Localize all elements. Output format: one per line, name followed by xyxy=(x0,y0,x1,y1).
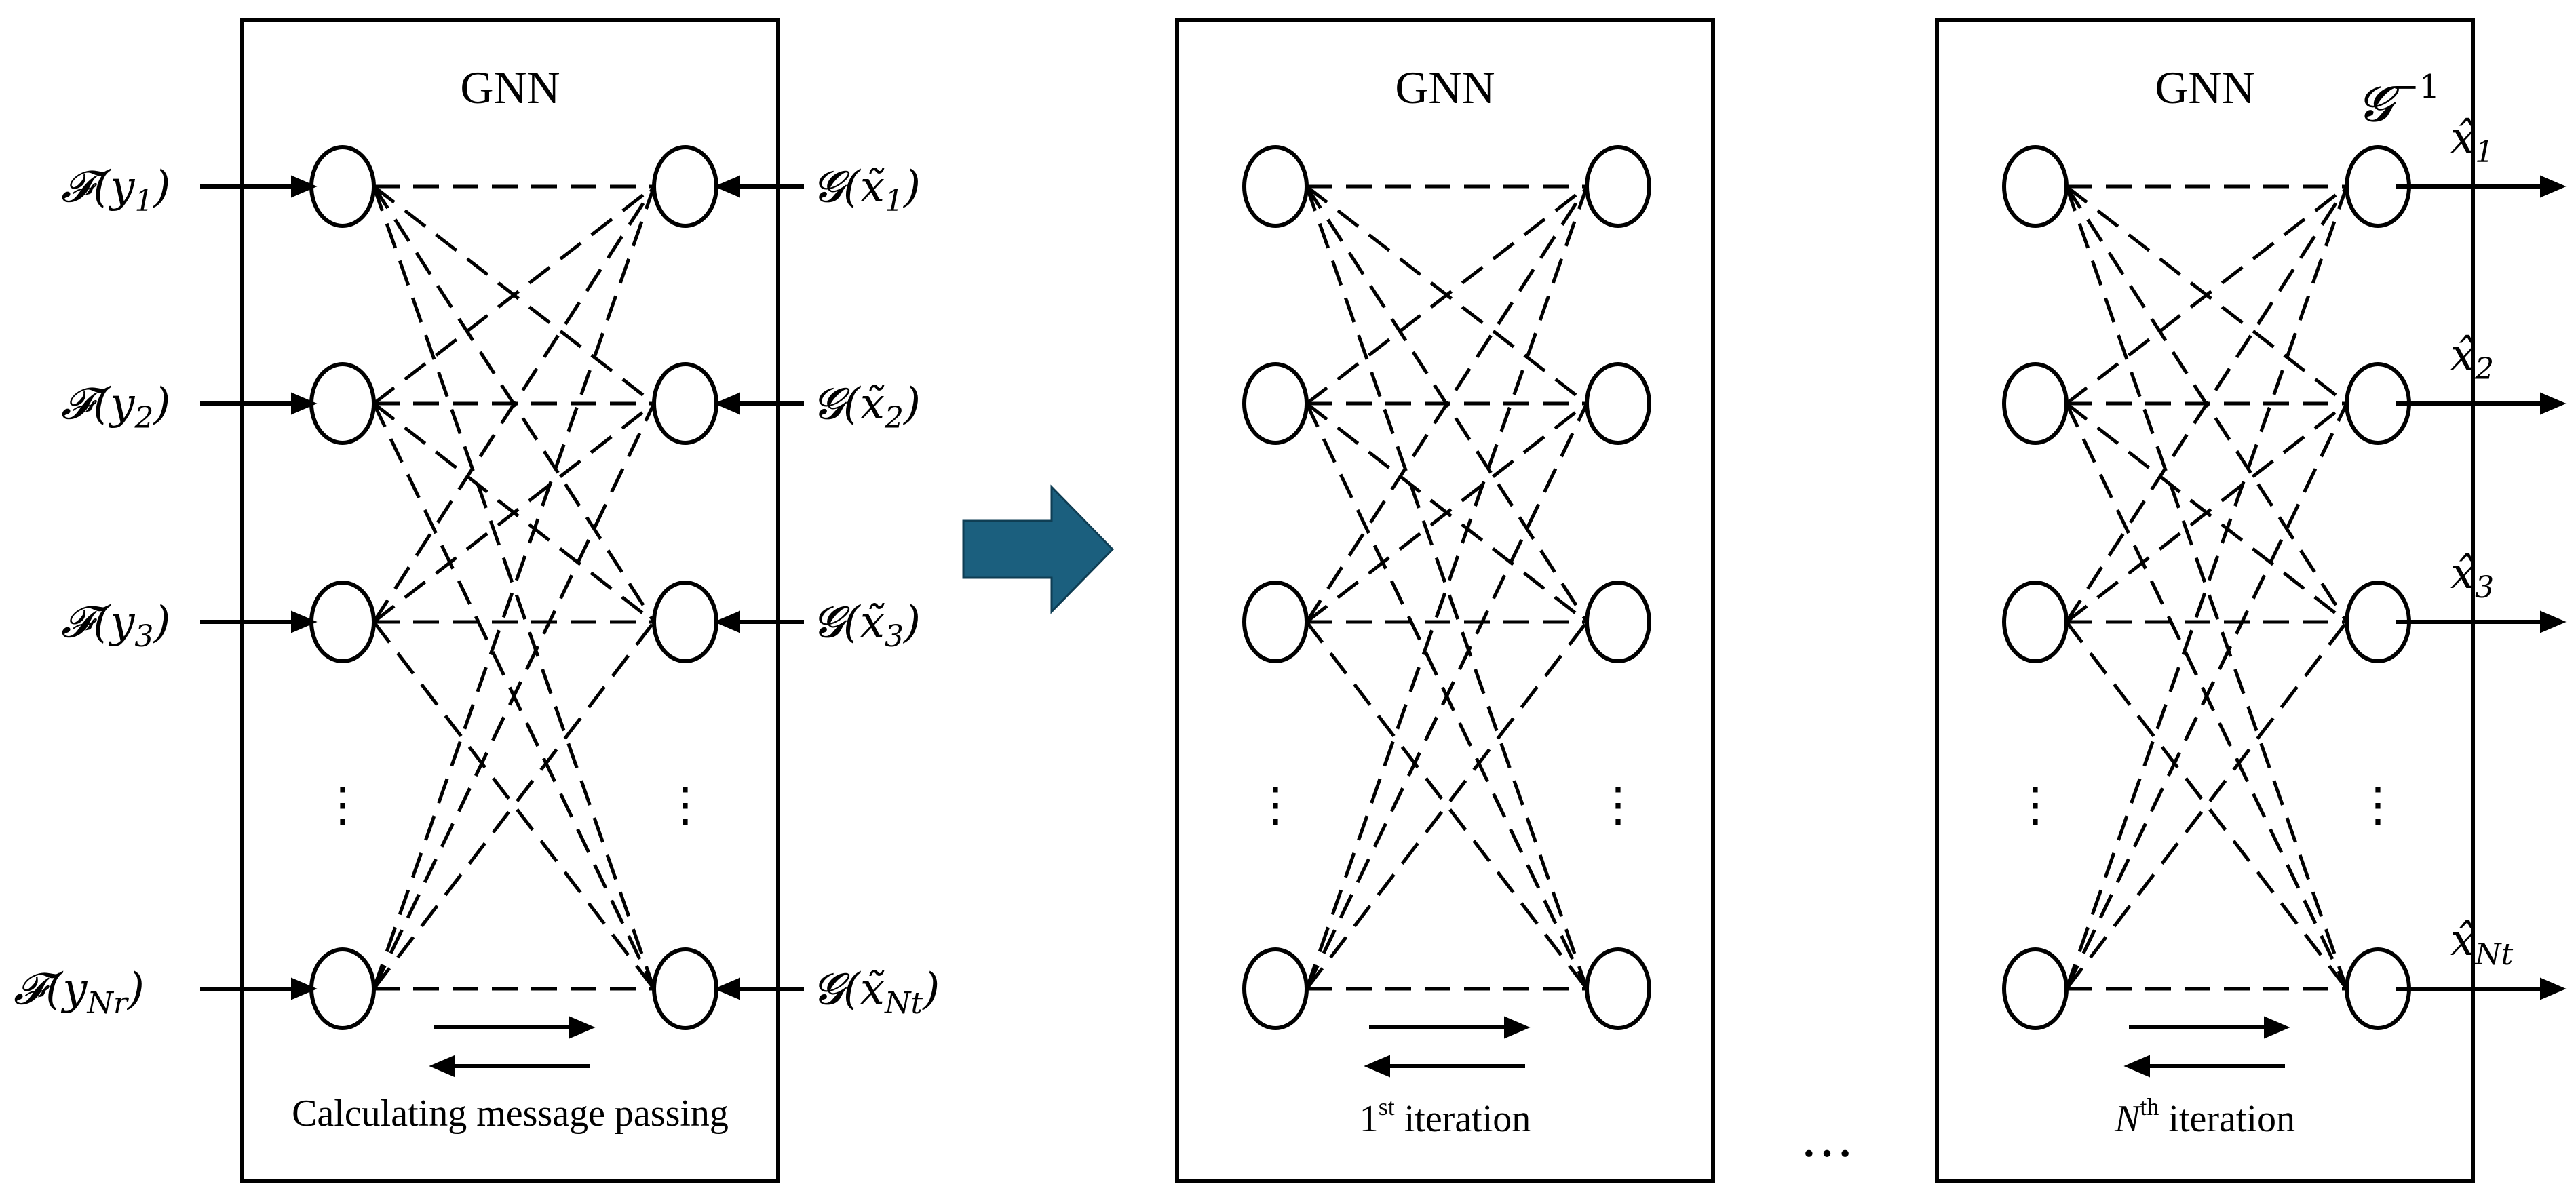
message-edge xyxy=(372,402,656,990)
message-edge xyxy=(1305,186,1589,989)
svg-text:𝓖(x̃1): 𝓖(x̃1) xyxy=(813,162,921,218)
vertical-dots: ⋮ xyxy=(661,777,709,832)
svg-text:𝓖(x̃Nt): 𝓖(x̃Nt) xyxy=(813,964,940,1021)
message-edge xyxy=(2064,186,2349,989)
left-input-labels: 𝓕(y1) 𝓕(y2) 𝓕(y3) 𝓕(yNr) xyxy=(14,162,170,1021)
panel-1-caption: Calculating message passing xyxy=(292,1093,729,1135)
vertical-dots: ⋮ xyxy=(319,777,366,832)
svg-text:x̂3: x̂3 xyxy=(2450,549,2494,605)
panel-1-title: GNN xyxy=(460,62,560,113)
message-edge xyxy=(1305,402,1589,990)
panel-1-edges xyxy=(372,184,656,991)
receive-node xyxy=(309,362,376,445)
message-edge xyxy=(372,186,656,989)
receive-node xyxy=(1242,145,1309,228)
message-edge xyxy=(1305,402,1588,623)
receive-node xyxy=(309,581,376,663)
message-edge xyxy=(1305,621,1588,990)
message-edge xyxy=(1305,185,1588,405)
panel-3-title: GNN xyxy=(2155,62,2254,113)
vertical-dots: ⋮ xyxy=(2354,777,2402,832)
message-edge xyxy=(372,402,655,623)
panel-1-nodes xyxy=(309,145,718,1030)
transmit-node xyxy=(1585,947,1651,1030)
inverse-transform-label: 𝓖−1 xyxy=(2358,68,2440,132)
transmit-node xyxy=(1585,362,1651,445)
svg-text:𝓖(x̃2): 𝓖(x̃2) xyxy=(813,379,921,435)
panel-2-nodes xyxy=(1242,145,1651,1030)
svg-text:x̂Nt: x̂Nt xyxy=(2450,916,2514,972)
transmit-node xyxy=(652,581,718,663)
message-edge xyxy=(2065,621,2348,990)
right-input-labels: 𝓖(x̃1) 𝓖(x̃2) 𝓖(x̃3) 𝓖(x̃Nt) xyxy=(813,162,940,1021)
panel-3-caption: Nth iteration xyxy=(2114,1093,2295,1140)
svg-text:x̂2: x̂2 xyxy=(2450,330,2494,387)
message-edge xyxy=(372,186,656,989)
output-arrows xyxy=(2396,175,2567,1000)
message-edge xyxy=(2065,621,2348,990)
svg-text:𝓕(y1): 𝓕(y1) xyxy=(61,162,170,218)
panel-2-caption: 1st iteration xyxy=(1360,1093,1531,1140)
transmit-node xyxy=(652,362,718,445)
transmit-node xyxy=(652,145,718,228)
receive-node xyxy=(1242,362,1309,445)
panel-3-nodes xyxy=(2002,145,2411,1030)
panel-3-edges xyxy=(2064,184,2349,991)
receive-node xyxy=(2002,947,2069,1030)
panel-2-title: GNN xyxy=(1395,62,1495,113)
svg-text:𝓕(y2): 𝓕(y2) xyxy=(61,379,170,435)
receive-node xyxy=(309,947,376,1030)
panel-3-frame xyxy=(1935,18,2475,1183)
left-input-arrows xyxy=(200,175,318,1000)
message-passing-arrows xyxy=(429,1016,2290,1078)
message-edge xyxy=(1305,621,1588,990)
transmit-node xyxy=(652,947,718,1030)
transition-arrow xyxy=(962,484,1115,614)
panel-1-frame xyxy=(240,18,780,1183)
receive-node xyxy=(1242,947,1309,1030)
vertical-dots: ⋮ xyxy=(1594,777,1642,832)
svg-text:𝓖(x̃3): 𝓖(x̃3) xyxy=(813,597,921,654)
transmit-node xyxy=(1585,581,1651,663)
receive-node xyxy=(2002,581,2069,663)
message-edge xyxy=(2064,185,2349,623)
receive-node xyxy=(2002,362,2069,445)
message-edge xyxy=(2064,402,2349,990)
right-input-arrows xyxy=(714,175,804,1000)
vertical-dots: ⋮ xyxy=(1252,777,1299,832)
panel-ellipsis: … xyxy=(1800,1106,1854,1169)
receive-node xyxy=(309,145,376,228)
svg-text:𝓕(y3): 𝓕(y3) xyxy=(61,597,170,654)
message-edge xyxy=(372,185,655,405)
receive-node xyxy=(1242,581,1309,663)
svg-text:𝓕(yNr): 𝓕(yNr) xyxy=(14,964,145,1021)
panel-2-frame xyxy=(1175,18,1715,1183)
output-labels: x̂1 x̂2 x̂3 x̂Nt xyxy=(2450,113,2514,972)
panel-2-edges xyxy=(1305,184,1589,991)
message-edge xyxy=(1305,185,1589,623)
message-edge xyxy=(2065,402,2348,623)
vertical-dots: ⋮ xyxy=(2012,777,2059,832)
receive-node xyxy=(2002,145,2069,228)
message-edge xyxy=(2065,185,2348,405)
transmit-node xyxy=(1585,145,1651,228)
svg-text:x̂1: x̂1 xyxy=(2450,113,2494,170)
message-edge xyxy=(372,185,656,623)
message-edge xyxy=(2064,186,2349,989)
message-edge xyxy=(1305,186,1589,989)
